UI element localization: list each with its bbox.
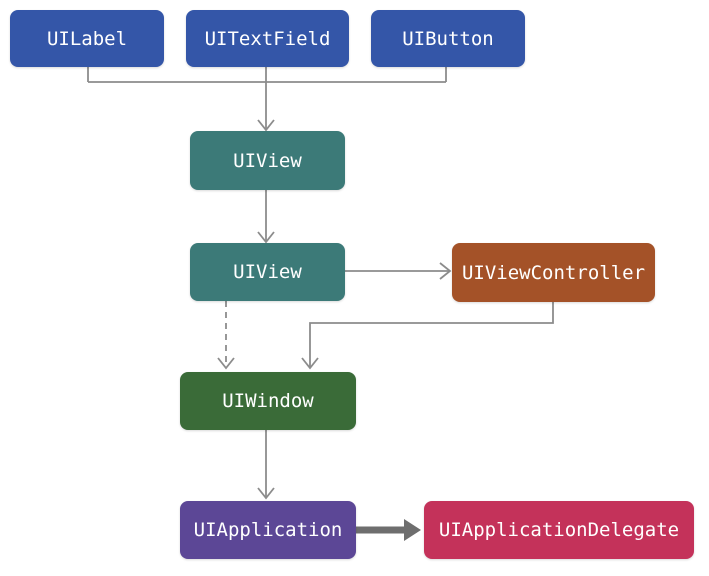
uitextfield-node: UITextField — [186, 10, 349, 67]
uilabel-label: UILabel — [46, 27, 128, 50]
uiviewcontroller-label: UIViewController — [461, 261, 646, 284]
thick-arrow-head — [404, 519, 421, 541]
uibutton-label: UIButton — [402, 27, 494, 50]
arrowhead-uiapplication — [257, 487, 275, 500]
uiapplication-label: UIApplication — [193, 519, 343, 541]
uiview-top-node: UIView — [190, 131, 345, 190]
arrowhead-uiview-mid — [257, 231, 275, 244]
uiview-mid-label: UIView — [233, 261, 302, 283]
uiview-mid-node: UIView — [190, 243, 345, 301]
uiapplicationdelegate-label: UIApplicationDelegate — [438, 519, 680, 541]
arrowhead-uiviewcontroller — [439, 262, 452, 280]
uitextfield-label: UITextField — [204, 27, 331, 50]
uibutton-node: UIButton — [371, 10, 525, 67]
uiapplicationdelegate-node: UIApplicationDelegate — [424, 501, 694, 559]
connector-uiviewcontroller-to-uiwindow — [309, 302, 554, 368]
arrowhead-uiwindow-dashed — [217, 357, 235, 370]
thick-arrow-to-delegate — [356, 519, 421, 541]
uiwindow-label: UIWindow — [222, 390, 314, 412]
uiapplication-node: UIApplication — [180, 501, 356, 559]
uiviewcontroller-node: UIViewController — [452, 243, 655, 302]
uiwindow-node: UIWindow — [180, 372, 356, 430]
arrowhead-uiwindow-from-controller — [301, 357, 319, 370]
uiview-top-label: UIView — [233, 149, 302, 172]
arrowhead-uiview-top — [257, 119, 275, 132]
uilabel-node: UILabel — [10, 10, 164, 67]
